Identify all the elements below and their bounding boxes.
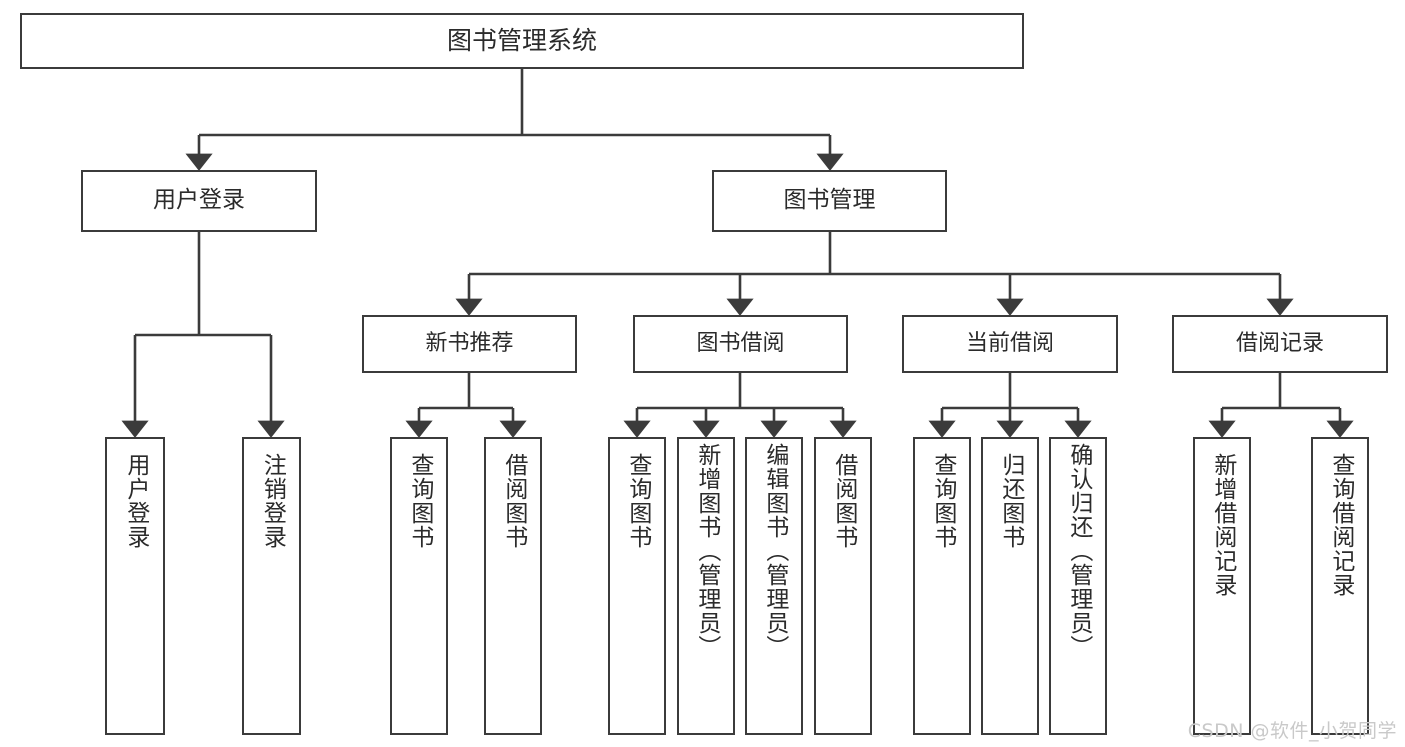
- node-borrow-record[interactable]: 借阅记录: [1172, 315, 1388, 373]
- node-current-borrow[interactable]: 当前借阅: [902, 315, 1118, 373]
- node-label: 查询图书: [406, 453, 433, 549]
- leaf-edit-book-admin[interactable]: 编辑图书（管理员）: [745, 437, 803, 735]
- node-label: 新增借阅记录: [1209, 453, 1236, 597]
- node-label: 借阅图书: [830, 453, 857, 549]
- node-user-login[interactable]: 用户登录: [81, 170, 317, 232]
- leaf-query-borrow-record[interactable]: 查询借阅记录: [1311, 437, 1369, 735]
- node-book-management[interactable]: 图书管理: [712, 170, 947, 232]
- node-label: 确认归还（管理员）: [1065, 443, 1092, 659]
- leaf-add-borrow-record[interactable]: 新增借阅记录: [1193, 437, 1251, 735]
- node-label: 编辑图书（管理员）: [761, 443, 788, 659]
- node-label: 当前借阅: [965, 330, 1054, 356]
- leaf-user-login[interactable]: 用户登录: [105, 437, 165, 735]
- node-label: 归还图书: [997, 453, 1024, 549]
- node-new-book-recommend[interactable]: 新书推荐: [362, 315, 577, 373]
- leaf-confirm-return-admin[interactable]: 确认归还（管理员）: [1049, 437, 1107, 735]
- leaf-add-book-admin[interactable]: 新增图书（管理员）: [677, 437, 735, 735]
- node-label: 新增图书（管理员）: [693, 443, 720, 659]
- node-label: 查询借阅记录: [1327, 453, 1354, 597]
- node-label: 查询图书: [929, 453, 956, 549]
- leaf-logout[interactable]: 注销登录: [242, 437, 301, 735]
- node-label: 图书借阅: [696, 330, 785, 356]
- node-label: 图书管理: [783, 187, 876, 214]
- leaf-borrow-book-recommend[interactable]: 借阅图书: [484, 437, 542, 735]
- leaf-query-book-recommend[interactable]: 查询图书: [390, 437, 448, 735]
- node-label: 用户登录: [153, 187, 245, 214]
- node-root-system[interactable]: 图书管理系统: [20, 13, 1024, 69]
- node-label: 用户登录: [122, 453, 149, 549]
- node-label: 注销登录: [259, 453, 286, 549]
- node-label: 新书推荐: [425, 330, 514, 356]
- leaf-borrow-book[interactable]: 借阅图书: [814, 437, 872, 735]
- node-book-borrow[interactable]: 图书借阅: [633, 315, 848, 373]
- leaf-return-book[interactable]: 归还图书: [981, 437, 1039, 735]
- node-label: 借阅记录: [1235, 330, 1324, 356]
- node-label: 图书管理系统: [446, 26, 597, 55]
- leaf-query-book-current[interactable]: 查询图书: [913, 437, 971, 735]
- node-label: 查询图书: [624, 453, 651, 549]
- node-label: 借阅图书: [500, 453, 527, 549]
- leaf-query-book-borrow[interactable]: 查询图书: [608, 437, 666, 735]
